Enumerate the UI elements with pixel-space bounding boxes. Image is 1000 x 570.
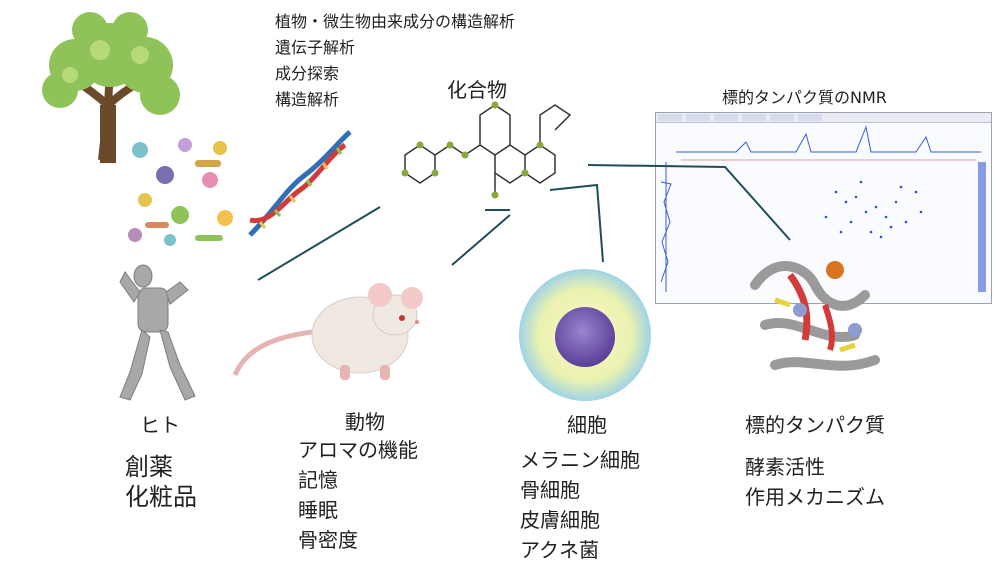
mouse-illustration — [232, 283, 423, 380]
compound-structure-diagram — [401, 101, 572, 199]
human-item-1: 創薬 — [125, 453, 173, 481]
human-item-2: 化粧品 — [125, 483, 197, 511]
compound-label: 化合物 — [447, 78, 507, 102]
cell-illustration — [519, 269, 651, 401]
top-note-2: 遺伝子解析 — [275, 38, 356, 57]
dna-helix-illustration — [248, 130, 352, 237]
top-note-3: 成分探索 — [275, 64, 340, 83]
protein-item-2: 作用メカニズム — [745, 485, 885, 509]
cell-title: 細胞 — [567, 413, 607, 437]
protein-title: 標的タンパク質 — [745, 413, 885, 437]
nmr-label: 標的タンパク質のNMR — [722, 88, 887, 107]
top-note-1: 植物・微生物由来成分の構造解析 — [275, 12, 516, 31]
protein-item-1: 酵素活性 — [745, 455, 825, 479]
cell-item-1: メラニン細胞 — [520, 448, 640, 472]
cell-item-3: 皮膚細胞 — [520, 508, 600, 532]
top-notes: 植物・微生物由来成分の構造解析 遺伝子解析 成分探索 構造解析 — [275, 14, 515, 118]
cell-item-2: 骨細胞 — [520, 478, 580, 502]
animal-item-1: アロマの機能 — [298, 438, 418, 462]
nmr-toolbar — [656, 113, 991, 123]
human-items: 創薬 化粧品 — [125, 455, 197, 515]
protein-ribbon-illustration — [750, 261, 880, 371]
tree-illustration — [42, 12, 180, 163]
cell-items: メラニン細胞 骨細胞 皮膚細胞 アクネ菌 — [520, 450, 640, 570]
human-title: ヒト — [140, 413, 180, 437]
cell-item-4: アクネ菌 — [520, 538, 599, 562]
protein-items: 酵素活性 作用メカニズム — [745, 457, 885, 517]
animal-items: アロマの機能 記憶 睡眠 骨密度 — [298, 440, 418, 560]
animal-item-2: 記憶 — [298, 468, 338, 492]
animal-title: 動物 — [345, 410, 385, 434]
animal-item-3: 睡眠 — [298, 498, 338, 522]
human-figure-illustration — [119, 264, 196, 401]
microbes-illustration — [128, 138, 233, 246]
animal-item-4: 骨密度 — [298, 528, 358, 552]
top-note-4: 構造解析 — [275, 90, 340, 109]
